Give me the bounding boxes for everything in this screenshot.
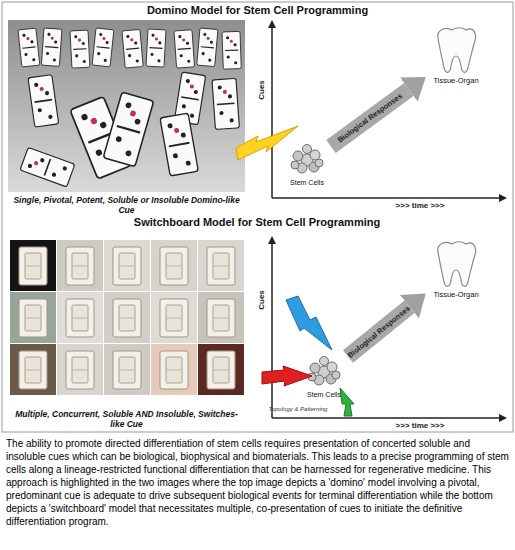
domino-photo	[8, 20, 245, 216]
switch-photo	[160, 351, 188, 389]
node-text: Multiple, Concurrent, Soluble AND Insolu…	[10, 409, 243, 429]
switch-photo	[10, 240, 244, 395]
artwork	[438, 28, 476, 73]
cue-label: Topology & Patterning	[269, 406, 328, 413]
switch-photo	[151, 240, 197, 291]
switch-photo	[113, 299, 141, 337]
switch-photo	[10, 344, 56, 395]
switch-photo	[151, 344, 197, 395]
domino-photo	[8, 20, 245, 216]
switch-photo	[57, 292, 103, 343]
artwork	[438, 242, 476, 287]
edge-label: Biological Responses	[346, 304, 411, 359]
node-text: Tissue-Organ	[433, 290, 478, 299]
lightning-bolt	[236, 126, 298, 160]
axis-label: >>> time >>>	[396, 422, 445, 431]
cell-node: Stem Cells	[283, 140, 331, 188]
switch-photo	[19, 299, 47, 337]
chart-axes	[268, 20, 276, 28]
domino-photo	[122, 29, 143, 68]
domino-photo	[92, 28, 114, 67]
figure-caption: The ability to promote directed differen…	[6, 437, 509, 528]
domino-photo	[212, 78, 239, 129]
switch-photo	[19, 351, 47, 389]
switch-photo	[66, 247, 94, 285]
axis-label: Cues	[258, 290, 267, 310]
switch-photo	[104, 344, 150, 395]
switch-photo	[66, 299, 94, 337]
organ-node: Tissue-Organ	[425, 238, 487, 300]
switch-photo	[104, 292, 150, 343]
domino-photo	[70, 30, 90, 68]
chart-axes	[499, 414, 507, 422]
artwork	[308, 357, 340, 386]
domino-photo	[20, 147, 75, 187]
switch-photo	[207, 351, 235, 389]
cell-node: Stem Cells	[300, 352, 348, 400]
chart-axes	[272, 417, 503, 419]
lightning-bolt	[262, 366, 312, 386]
switch-photo	[160, 247, 188, 285]
organ-node: Tissue-Organ	[425, 24, 487, 86]
switch-photo	[113, 247, 141, 285]
domino-photo	[197, 28, 218, 67]
domino-photo	[18, 28, 40, 67]
figure-title: Domino Model for Stem Cell Programming	[0, 4, 515, 16]
response-arrow	[331, 89, 409, 146]
artwork	[291, 145, 323, 174]
switch-photo	[207, 299, 235, 337]
switch-photo	[19, 247, 47, 285]
switch-photo	[8, 236, 245, 430]
switch-photo	[198, 292, 244, 343]
switch-photo	[207, 247, 235, 285]
chart-axes	[272, 197, 503, 199]
switch-photo	[57, 240, 103, 291]
node-text: Tissue-Organ	[433, 76, 478, 85]
switch-photo	[160, 299, 188, 337]
switch-photo	[151, 292, 197, 343]
cue-panel: Multiple, Concurrent, Soluble AND Insolu…	[8, 236, 245, 430]
switch-photo	[198, 344, 244, 395]
switch-photo	[104, 240, 150, 291]
switch-photo	[10, 240, 56, 291]
domino-photo	[8, 192, 245, 216]
domino-photo	[146, 29, 166, 67]
domino-photo	[103, 92, 154, 167]
switch-photo	[57, 344, 103, 395]
switch-photo	[10, 292, 56, 343]
chart-axes	[271, 240, 273, 418]
domino-photo	[28, 75, 59, 127]
edge-label: Biological Responses	[336, 92, 403, 144]
node-text: Stem Cells	[290, 179, 324, 187]
switch-photo	[66, 351, 94, 389]
node-text: Single, Pivotal, Potent, Soluble or Inso…	[10, 195, 243, 215]
chart-axes	[268, 236, 276, 244]
lightning-bolt	[286, 296, 332, 350]
domino-photo	[18, 28, 241, 187]
axis-label: Cues	[258, 80, 267, 100]
node-text: Stem Cells	[307, 391, 341, 399]
figure-border	[2, 2, 513, 432]
domino-photo	[160, 113, 198, 176]
switch-photo	[198, 240, 244, 291]
section-title: Switchboard Model for Stem Cell Programm…	[134, 216, 380, 228]
cue-panel: Single, Pivotal, Potent, Soluble or Inso…	[8, 20, 245, 216]
domino-photo	[174, 30, 195, 68]
domino-photo	[222, 31, 241, 69]
chart-axes	[271, 24, 273, 198]
axis-label: >>> time >>>	[396, 202, 445, 211]
chart-axes	[499, 194, 507, 202]
lightning-bolt	[340, 388, 354, 416]
domino-photo	[41, 28, 62, 66]
switch-photo	[113, 351, 141, 389]
switch-photo	[8, 236, 245, 430]
